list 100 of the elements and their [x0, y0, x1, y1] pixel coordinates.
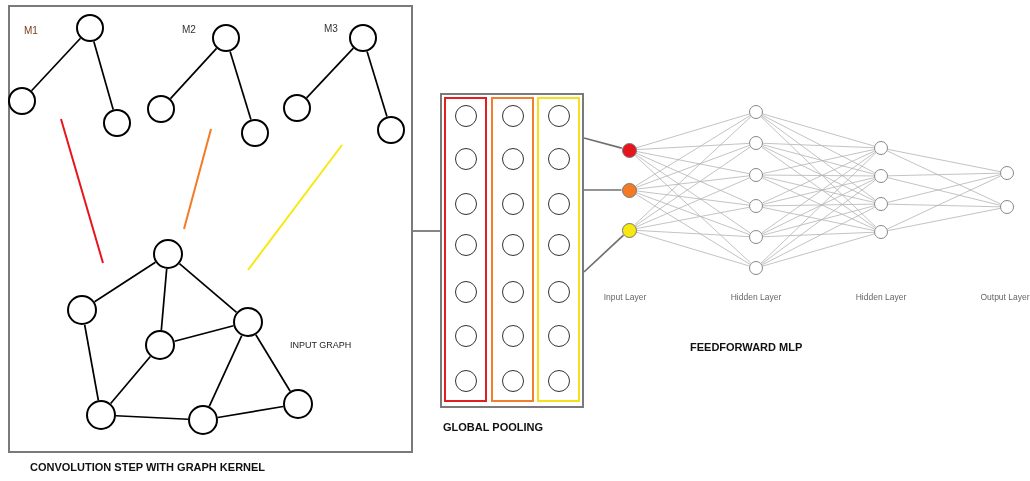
network-connection — [762, 233, 875, 267]
graph-label: M2 — [182, 25, 196, 35]
graph-label: M3 — [324, 24, 338, 34]
graph-node-circle — [86, 400, 116, 430]
section-caption: CONVOLUTION STEP WITH GRAPH KERNEL — [30, 462, 266, 473]
graph-node-circle — [501, 193, 524, 215]
network-connection — [636, 175, 750, 190]
connector-line — [173, 324, 235, 343]
network-connection — [634, 146, 751, 227]
network-connection — [634, 153, 751, 234]
network-connection — [762, 174, 875, 177]
neuron-circle — [621, 182, 637, 198]
graph-node-circle — [501, 234, 524, 256]
network-connection — [887, 172, 1001, 177]
neuron-circle — [749, 199, 763, 213]
graph-node-circle — [377, 116, 405, 144]
network-connection — [762, 113, 875, 147]
neuron-circle — [749, 168, 763, 182]
network-connection — [761, 115, 876, 201]
network-connection — [634, 154, 752, 264]
graph-node-circle — [454, 325, 477, 347]
graph-node-circle — [501, 370, 524, 392]
connector-line — [160, 268, 168, 331]
graph-node-circle — [145, 330, 175, 360]
network-connection — [887, 207, 1001, 232]
section-caption: GLOBAL POOLING — [443, 422, 544, 433]
network-connection — [886, 150, 1002, 205]
connector-line — [93, 40, 114, 111]
graph-node-circle — [501, 105, 524, 127]
graph-node-circle — [454, 105, 477, 127]
pooling-column — [537, 97, 580, 402]
network-connection — [762, 142, 875, 149]
graph-node-circle — [547, 370, 570, 392]
graph-node-circle — [547, 148, 570, 170]
network-connection — [886, 175, 1002, 230]
graph-node-circle — [8, 87, 36, 115]
connector-line — [583, 137, 623, 149]
network-connection — [761, 114, 876, 174]
network-connection — [761, 179, 876, 265]
graph-node-circle — [454, 193, 477, 215]
graph-node-circle — [547, 234, 570, 256]
layer-label: Hidden Layer — [855, 293, 907, 302]
pooling-column — [444, 97, 487, 402]
graph-node-circle — [349, 24, 377, 52]
connector-line — [30, 37, 82, 92]
neuron-circle — [1000, 166, 1014, 180]
network-connection — [760, 116, 877, 228]
graph-node-circle — [547, 325, 570, 347]
network-connection — [635, 113, 750, 149]
network-connection — [762, 203, 875, 207]
graph-node-circle — [501, 281, 524, 303]
connector-line — [583, 234, 625, 273]
connector-line — [254, 333, 292, 393]
graph-node-circle — [283, 94, 311, 122]
graph-node-circle — [454, 281, 477, 303]
layer-label: Input Layer — [603, 293, 647, 302]
graph-node-circle — [283, 389, 313, 419]
graph-node-circle — [454, 370, 477, 392]
neuron-circle — [749, 136, 763, 150]
graph-node-circle — [241, 119, 269, 147]
network-connection — [636, 143, 750, 150]
neuron-circle — [874, 197, 888, 211]
network-connection — [634, 116, 752, 226]
graph-node-circle — [67, 295, 97, 325]
network-connection — [635, 177, 750, 228]
network-connection — [635, 231, 750, 267]
neuron-circle — [621, 222, 637, 238]
layer-label: Output Layer — [980, 293, 1030, 302]
network-connection — [760, 152, 877, 264]
network-connection — [635, 206, 750, 229]
neuron-circle — [874, 225, 888, 239]
connector-line — [178, 262, 238, 314]
neuron-circle — [749, 261, 763, 275]
connector-line — [229, 50, 252, 121]
graph-node-circle — [547, 105, 570, 127]
neuron-circle — [749, 105, 763, 119]
neuron-circle — [1000, 200, 1014, 214]
connector-line — [583, 189, 623, 191]
graph-node-circle — [153, 239, 183, 269]
neuron-circle — [749, 230, 763, 244]
connector-line — [208, 334, 243, 408]
graph-node-circle — [212, 24, 240, 52]
graph-node-circle — [547, 193, 570, 215]
graph-node-circle — [103, 109, 131, 137]
graph-label: INPUT GRAPH — [290, 341, 352, 350]
graph-node-circle — [454, 234, 477, 256]
panel-frame — [8, 5, 413, 453]
connector-line — [305, 47, 355, 99]
connector-line — [109, 355, 152, 405]
network-connection — [635, 192, 750, 235]
graph-node-circle — [147, 95, 175, 123]
pooling-frame — [440, 93, 584, 408]
connector-line — [115, 414, 189, 421]
network-connection — [635, 115, 751, 187]
network-connection — [887, 148, 1001, 173]
network-connection — [635, 145, 750, 188]
graph-node-circle — [454, 148, 477, 170]
connector-line — [93, 261, 157, 303]
graph-node-circle — [501, 148, 524, 170]
connector-line — [83, 323, 100, 402]
